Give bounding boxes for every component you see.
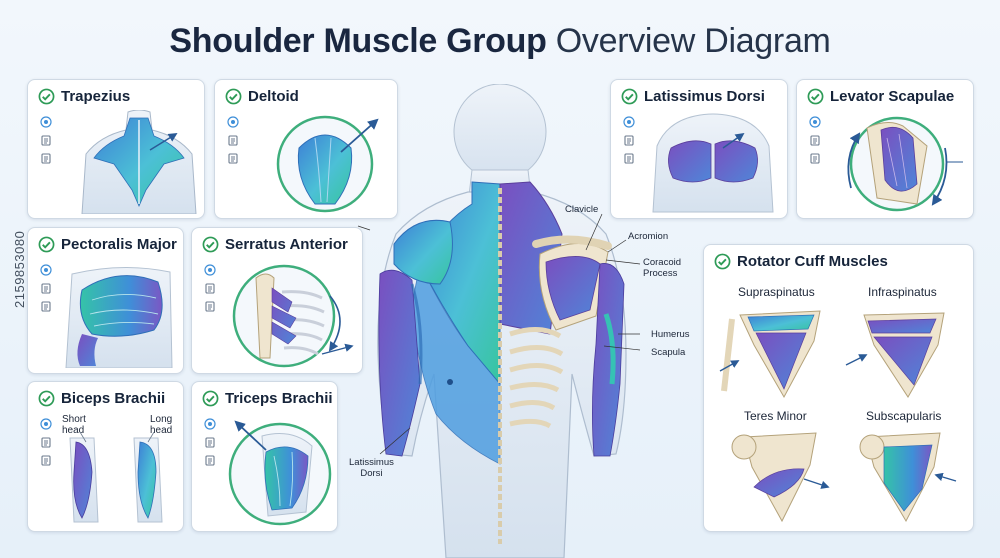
clipboard-icon: [41, 153, 51, 164]
card-title: Serratus Anterior: [225, 236, 348, 253]
check-icon: [38, 88, 55, 105]
card-title: Latissimus Dorsi: [644, 88, 765, 105]
badge-icon: [40, 418, 52, 430]
check-icon: [714, 253, 731, 270]
card-header: Levator Scapulae: [807, 88, 954, 105]
trapezius-illustration: [81, 110, 197, 214]
badge-icon: [40, 264, 52, 276]
label-long-head: Long head: [150, 414, 173, 436]
clipboard-icon: [624, 135, 634, 146]
card-pectoralis-major: Pectoralis Major: [27, 227, 184, 374]
levator-illustration: [847, 116, 963, 212]
side-icon-column: [40, 418, 52, 466]
check-icon: [202, 236, 219, 253]
badge-icon: [204, 264, 216, 276]
card-trapezius: Trapezius: [27, 79, 205, 219]
card-title: Deltoid: [248, 88, 299, 105]
side-icon-column: [40, 116, 52, 164]
check-icon: [38, 236, 55, 253]
clipboard-icon: [624, 153, 634, 164]
card-header: Trapezius: [38, 88, 130, 105]
label-subscapularis: Subscapularis: [866, 409, 942, 423]
side-icon-column: [204, 418, 216, 466]
clipboard-icon: [205, 301, 215, 312]
biceps-illustration: [69, 432, 163, 523]
clipboard-icon: [228, 135, 238, 146]
title-regular: Overview Diagram: [555, 22, 831, 60]
badge-icon: [40, 116, 52, 128]
label-acromion: Acromion: [628, 231, 669, 242]
side-icon-column: [40, 264, 52, 312]
clipboard-icon: [228, 153, 238, 164]
card-triceps-brachii: Triceps Brachii: [191, 381, 338, 532]
check-icon: [807, 88, 824, 105]
card-biceps-brachii: Biceps Brachii Short head Long head: [27, 381, 184, 532]
check-icon: [38, 390, 55, 407]
card-levator-scapulae: Levator Scapulae: [796, 79, 974, 219]
clipboard-icon: [205, 437, 215, 448]
label-latissimus-dorsi: Latissimus Dorsi: [349, 457, 394, 479]
back-anatomy-figure: [357, 84, 641, 558]
badge-icon: [809, 116, 821, 128]
card-deltoid: Deltoid: [214, 79, 398, 219]
clipboard-icon: [41, 455, 51, 466]
side-icon-column: [623, 116, 635, 164]
card-title: Triceps Brachii: [225, 390, 333, 407]
label-scapula: Scapula: [651, 347, 686, 358]
card-title: Trapezius: [61, 88, 131, 105]
clipboard-icon: [41, 437, 51, 448]
clipboard-icon: [41, 135, 51, 146]
clipboard-icon: [810, 153, 820, 164]
badge-icon: [204, 418, 216, 430]
badge-icon: [623, 116, 635, 128]
card-latissimus-dorsi: Latissimus Dorsi: [610, 79, 788, 219]
card-serratus-anterior: Serratus Anterior: [191, 227, 363, 374]
label-supraspinatus: Supraspinatus: [738, 285, 815, 299]
card-title: Rotator Cuff Muscles: [737, 253, 888, 270]
card-header: Pectoralis Major: [38, 236, 177, 253]
title-bold: Shoulder Muscle Group: [169, 22, 547, 60]
label-coracoid-process: Coracoid Process: [643, 257, 682, 279]
check-icon: [202, 390, 219, 407]
card-title: Pectoralis Major: [61, 236, 177, 253]
clipboard-icon: [205, 283, 215, 294]
side-icon-column: [204, 264, 216, 312]
label-humerus: Humerus: [651, 329, 690, 340]
deltoid-illustration: [276, 115, 379, 213]
supraspinatus-illustration: [719, 310, 821, 399]
card-header: Deltoid: [225, 88, 299, 105]
check-icon: [621, 88, 638, 105]
clipboard-icon: [205, 455, 215, 466]
clipboard-icon: [41, 301, 51, 312]
card-title: Levator Scapulae: [830, 88, 955, 105]
teres-minor-illustration: [731, 432, 830, 523]
infraspinatus-illustration: [845, 312, 945, 398]
card-header: Biceps Brachii: [38, 390, 165, 407]
card-rotator-cuff: Rotator Cuff Muscles Supraspinatus Infra…: [703, 244, 974, 532]
clipboard-icon: [41, 283, 51, 294]
check-icon: [225, 88, 242, 105]
latissimus-illustration: [652, 113, 774, 213]
card-header: Rotator Cuff Muscles: [714, 253, 888, 270]
label-short-head: Short head: [62, 414, 86, 436]
side-icon-column: [227, 116, 239, 164]
stock-watermark-id: 2159853080: [12, 230, 27, 308]
card-header: Triceps Brachii: [202, 390, 333, 407]
label-teres-minor: Teres Minor: [744, 409, 807, 423]
pectoralis-illustration: [65, 267, 173, 368]
serratus-illustration: [232, 264, 354, 368]
label-infraspinatus: Infraspinatus: [868, 285, 937, 299]
side-icon-column: [809, 116, 821, 164]
subscapularis-illustration: [859, 432, 957, 523]
label-clavicle: Clavicle: [565, 204, 599, 215]
clipboard-icon: [810, 135, 820, 146]
card-title: Biceps Brachii: [61, 390, 166, 407]
card-header: Serratus Anterior: [202, 236, 348, 253]
page-title: Shoulder Muscle Group Overview Diagram: [0, 22, 1000, 61]
badge-icon: [227, 116, 239, 128]
card-header: Latissimus Dorsi: [621, 88, 765, 105]
triceps-illustration: [228, 420, 332, 526]
